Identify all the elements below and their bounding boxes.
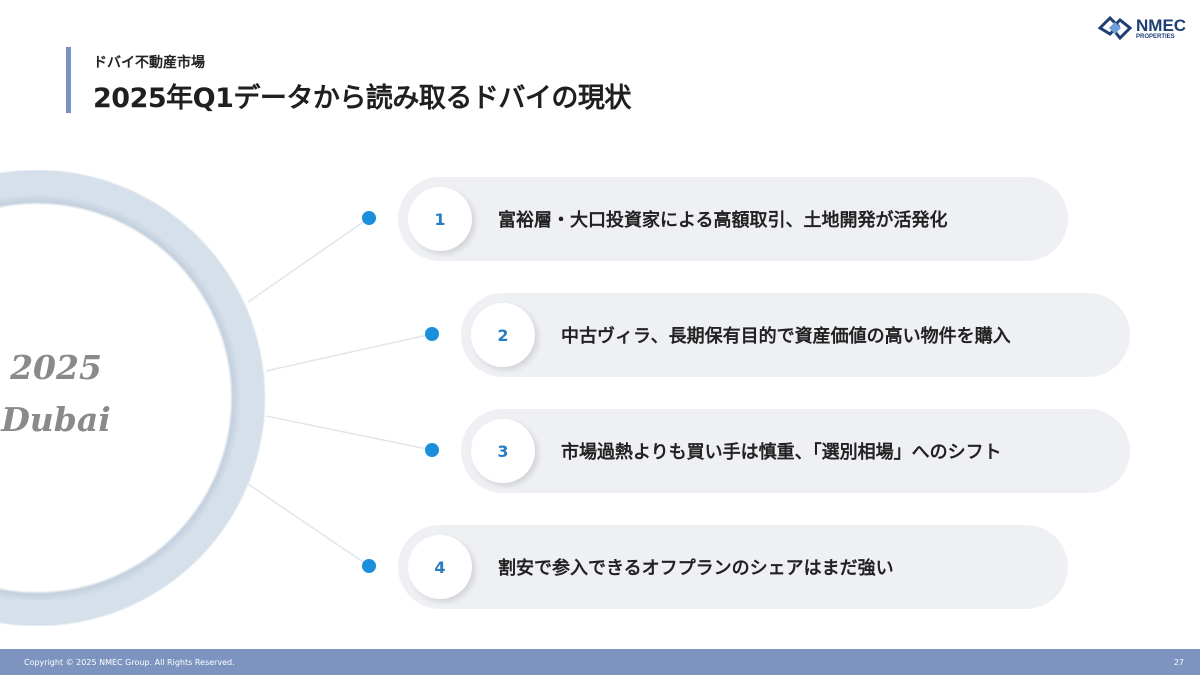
page-subtitle: ドバイ不動産市場	[93, 55, 205, 71]
footer: Copyright © 2025 NMEC Group. All Rights …	[0, 649, 1200, 675]
point-text: 市場過熱よりも買い手は慎重、「選別相場」へのシフト	[561, 442, 1002, 463]
page-title: 2025年Q1データから読み取るドバイの現状	[93, 83, 631, 114]
bullet-dot-4	[362, 559, 376, 573]
center-ring	[0, 170, 266, 626]
logo-name: NMEC	[1136, 15, 1187, 35]
page-number: 27	[1173, 657, 1184, 667]
center-city: Dubai	[1, 400, 111, 439]
bullet-dot-2	[425, 327, 439, 341]
point-item-4: 4 割安で参入できるオフプランのシェアはまだ強い	[398, 525, 1068, 609]
connector-line-3	[265, 415, 433, 451]
center-label: 2025 Dubai	[0, 342, 112, 446]
point-number: 1	[408, 187, 472, 251]
bullet-dot-3	[425, 443, 439, 457]
center-year: 2025	[10, 348, 102, 387]
point-text: 割安で参入できるオフプランのシェアはまだ強い	[498, 558, 894, 579]
connector-line-2	[265, 333, 433, 372]
point-text: 中古ヴィラ、長期保有目的で資産価値の高い物件を購入	[561, 326, 1011, 347]
point-item-1: 1 富裕層・大口投資家による高額取引、土地開発が活発化	[398, 177, 1068, 261]
point-text: 富裕層・大口投資家による高額取引、土地開発が活発化	[498, 210, 948, 231]
point-item-2: 2 中古ヴィラ、長期保有目的で資産価値の高い物件を購入	[461, 293, 1130, 377]
point-item-3: 3 市場過熱よりも買い手は慎重、「選別相場」へのシフト	[461, 409, 1130, 493]
logo-subname: PROPERTIES	[1136, 33, 1175, 40]
bullet-dot-1	[362, 211, 376, 225]
point-number: 4	[408, 535, 472, 599]
point-number: 2	[471, 303, 535, 367]
connector-line-4	[247, 483, 370, 567]
company-logo: NMEC PROPERTIES	[1098, 14, 1186, 42]
title-accent-bar	[66, 47, 71, 113]
copyright-text: Copyright © 2025 NMEC Group. All Rights …	[24, 657, 235, 667]
logo-diamond-icon	[1098, 15, 1132, 41]
connector-line-1	[247, 217, 370, 303]
point-number: 3	[471, 419, 535, 483]
